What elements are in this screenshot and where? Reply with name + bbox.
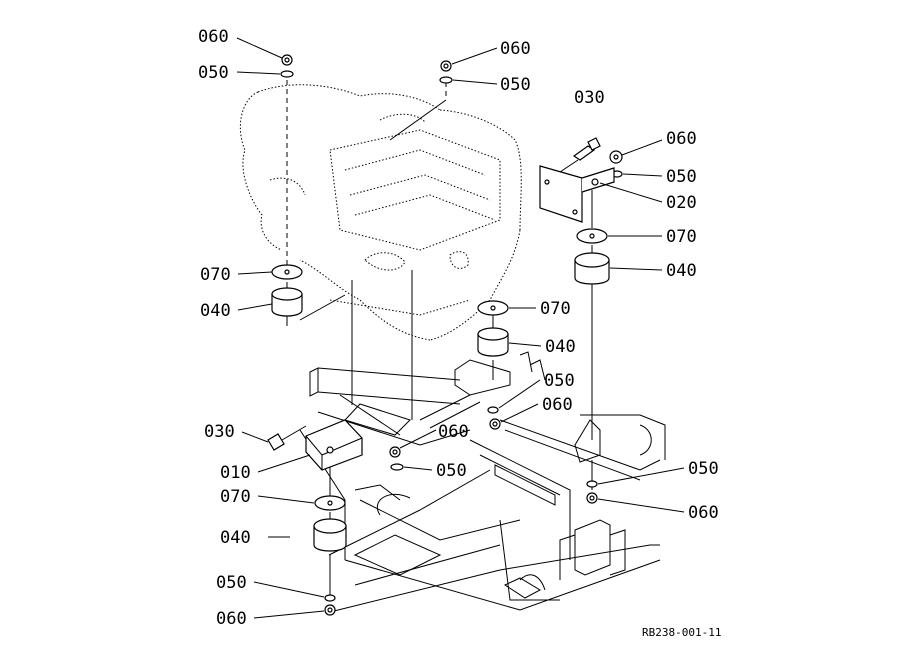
nut-060-e	[389, 446, 401, 458]
label-050-b: 050	[500, 75, 531, 95]
mount-040-c	[477, 327, 509, 357]
label-040-c: 040	[545, 337, 576, 357]
label-050-a: 050	[198, 63, 229, 83]
label-020: 020	[666, 193, 697, 213]
nut-060-f	[586, 492, 598, 504]
washer-050-e	[586, 480, 598, 488]
label-060-e: 060	[438, 422, 469, 442]
label-050-e: 050	[688, 459, 719, 479]
nut-060-d	[489, 418, 501, 430]
leader-lines	[236, 37, 685, 619]
label-050-d: 050	[544, 371, 575, 391]
washer-050-a	[280, 70, 294, 78]
label-050-f: 050	[436, 461, 467, 481]
label-040-a: 040	[666, 261, 697, 281]
label-060-f: 060	[688, 503, 719, 523]
label-010: 010	[220, 463, 251, 483]
label-060-a: 060	[198, 27, 229, 47]
label-040-d: 040	[220, 528, 251, 548]
label-040-b: 040	[200, 301, 231, 321]
label-070-b: 070	[200, 265, 231, 285]
plate-070-a	[576, 228, 608, 244]
bracket-010	[305, 419, 363, 471]
bracket-020	[539, 165, 615, 223]
frame-outline	[299, 351, 666, 613]
part-labels: 060 050 060 050 030 060 050 020 070 040 …	[198, 27, 719, 629]
label-070-c: 070	[540, 299, 571, 319]
label-030-a: 030	[574, 88, 605, 108]
plate-070-d	[314, 495, 346, 511]
bolt-030-a	[559, 137, 601, 173]
label-070-a: 070	[666, 227, 697, 247]
label-060-c: 060	[666, 129, 697, 149]
label-050-g: 050	[216, 573, 247, 593]
nut-060-c	[609, 150, 623, 164]
engine-outline	[239, 84, 522, 341]
label-070-d: 070	[220, 487, 251, 507]
mount-040-a	[574, 252, 610, 285]
washer-050-b	[439, 76, 453, 84]
mount-040-b	[271, 282, 303, 326]
drawing-reference-code: RB238-001-11	[642, 626, 721, 639]
nut-060-g	[324, 604, 336, 616]
plate-070-c	[477, 300, 509, 316]
nut-060-a	[281, 54, 293, 66]
label-060-g: 060	[216, 609, 247, 629]
label-060-d: 060	[542, 395, 573, 415]
washer-050-g	[324, 594, 336, 602]
washer-050-d	[487, 406, 499, 414]
mount-040-d	[313, 512, 347, 552]
plate-070-b	[271, 264, 303, 280]
washer-050-f	[390, 463, 404, 471]
label-030-b: 030	[204, 422, 235, 442]
bolt-030-b	[267, 425, 307, 451]
label-060-b: 060	[500, 39, 531, 59]
nut-060-b	[440, 60, 452, 72]
label-050-c: 050	[666, 167, 697, 187]
